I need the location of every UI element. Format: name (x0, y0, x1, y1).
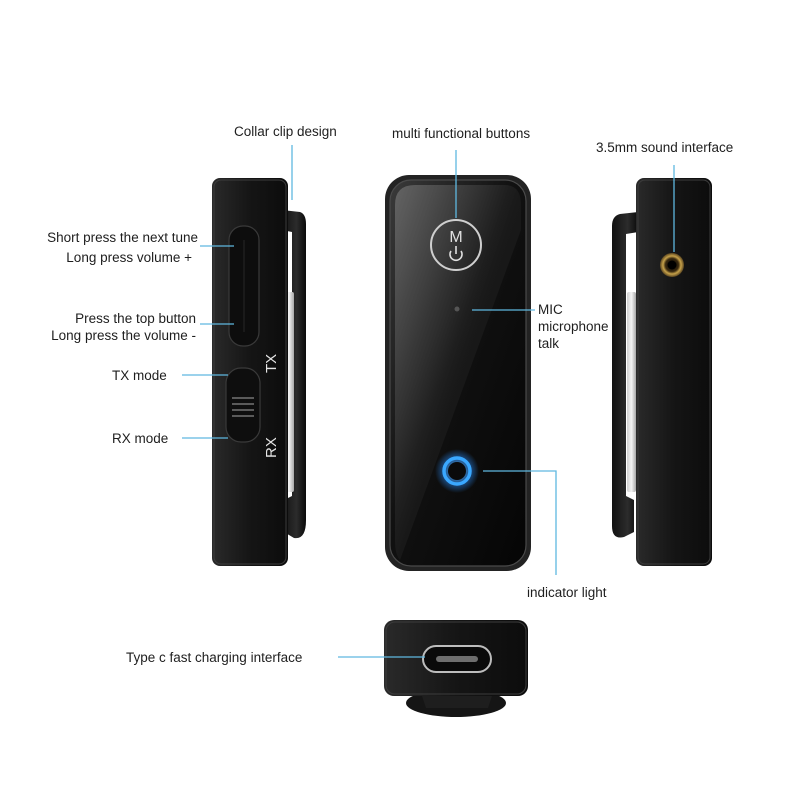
front-view: M (385, 175, 531, 571)
callout-rx-mode: RX mode (112, 431, 169, 446)
audio-jack-icon (660, 253, 684, 277)
callout-mic-line1: MIC (538, 302, 563, 317)
power-icon (449, 246, 463, 262)
logo-letter: M (449, 229, 462, 246)
multi-function-button[interactable] (430, 219, 482, 271)
rx-mark: RX (263, 437, 280, 458)
callout-indicator: indicator light (527, 585, 607, 600)
switch-ridges (232, 397, 254, 417)
callout-next-tune-line2: Long press volume + (66, 250, 192, 265)
callout-mic-line3: talk (538, 336, 560, 351)
callout-next-tune-line1: Short press the next tune (47, 230, 198, 245)
callout-sound-interface: 3.5mm sound interface (596, 140, 734, 155)
right-body (636, 178, 712, 566)
right-clip (612, 212, 638, 538)
callout-multi-buttons: multi functional buttons (392, 126, 531, 141)
callout-top-button-line1: Press the top button (75, 311, 196, 326)
callout-next-tune: Short press the next tune Long press vol… (20, 229, 198, 266)
callout-top-button-line2: Long press the volume - (51, 328, 196, 343)
right-side-view (612, 178, 712, 566)
callout-mic-line2: microphone (538, 319, 609, 334)
leader-lines (182, 145, 675, 658)
mic-hole (454, 306, 460, 312)
callout-tx-mode: TX mode (112, 368, 167, 383)
indicator-led (442, 456, 472, 486)
bottom-view (384, 620, 528, 717)
callout-mic: MIC microphone talk (538, 301, 609, 352)
callout-type-c: Type c fast charging interface (126, 650, 303, 665)
tx-mark: TX (263, 354, 280, 373)
left-side-view: TX RX (212, 178, 306, 566)
usb-c-port-icon (422, 645, 492, 673)
callout-collar-clip: Collar clip design (234, 124, 337, 139)
callout-top-button: Press the top button Long press the volu… (20, 310, 196, 344)
